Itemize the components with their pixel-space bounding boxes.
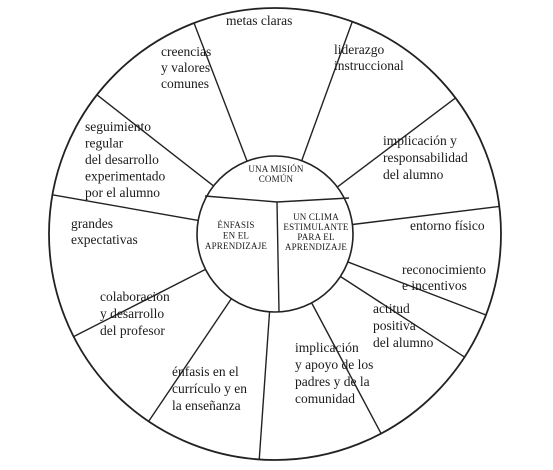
segment-label-line: regular (85, 136, 124, 151)
hub-divider (204, 195, 278, 203)
segment-label-line: y desarrollo (100, 306, 164, 321)
spoke-line (148, 298, 232, 422)
segment-label-line: experimentado (85, 169, 165, 184)
segment-label-line: énfasis en el (172, 364, 239, 379)
segment-label-line: instruccional (334, 58, 404, 73)
segment-label-entorno-fisico: entorno físico (410, 218, 485, 233)
segment-label-line: liderazgo (334, 42, 384, 57)
spoke-line (193, 22, 248, 162)
hub-dividers (204, 195, 350, 313)
segment-label-line: y apoyo de los (295, 357, 373, 372)
spoke-line (352, 205, 500, 226)
hub-label-line: EN EL (223, 231, 249, 241)
segment-label-line: padres y de la (295, 374, 370, 389)
segment-label-line: implicación y (383, 133, 457, 148)
segment-label-line: positiva (373, 318, 416, 333)
segment-label-line: comunidad (295, 391, 355, 406)
segment-label-line: del alumno (373, 335, 434, 350)
segment-label-line: metas claras (226, 13, 292, 28)
hub-divider (276, 201, 280, 313)
segment-label-line: comunes (161, 76, 209, 91)
hub-label-line: ÉNFASIS (217, 220, 254, 230)
segment-label-line: grandes (71, 216, 113, 231)
hub-label-line: COMÚN (259, 174, 294, 184)
segment-label-line: e incentivos (402, 278, 467, 293)
segment-label-enfasis-curriculo: énfasis en el currículo y en la enseñanza (172, 364, 247, 413)
spoke-lines (52, 21, 500, 460)
spoke-line (347, 261, 487, 316)
hub-label-line: PARA EL (297, 232, 334, 242)
segment-label-line: por el alumno (85, 185, 160, 200)
spoke-line (311, 302, 382, 434)
segment-label-implicacion-responsabilidad: implicación y responsabilidad del alumno (383, 133, 468, 182)
segment-label-line: expectativas (71, 232, 138, 247)
segment-label-line: responsabilidad (383, 150, 468, 165)
segment-label-line: colaboración (100, 289, 170, 304)
hub-label-line: UN CLIMA (293, 212, 339, 222)
spoke-line (73, 268, 206, 338)
inner-circle (196, 155, 354, 313)
segment-label-metas-claras: metas claras (226, 13, 292, 28)
hub-label-line: APRENDIZAJE (205, 241, 268, 251)
spoke-line (96, 94, 214, 187)
segment-label-line: y valores (161, 60, 210, 75)
segment-label-line: implicación (295, 340, 359, 355)
segment-label-line: seguimiento (85, 119, 151, 134)
segment-label-actitud-positiva: actitud positiva del alumno (373, 301, 434, 350)
spoke-line (258, 311, 271, 460)
segment-label-line: la enseñanza (172, 398, 241, 413)
segment-label-line: entorno físico (410, 218, 485, 233)
spoke-line (301, 21, 353, 161)
hub-label-line: ESTIMULANTE (283, 222, 348, 232)
hub-label-line: UNA MISIÓN (248, 164, 304, 174)
segment-label-colaboracion-profesor: colaboración y desarrollo del profesor (100, 289, 170, 338)
hub-label-line: APRENDIZAJE (285, 242, 348, 252)
segment-label-line: creencias (161, 44, 211, 59)
spoke-line (340, 275, 465, 358)
spoke-line (52, 194, 199, 222)
segment-label-line: currículo y en (172, 381, 247, 396)
segment-label-implicacion-padres: implicación y apoyo de los padres y de la c… (295, 340, 373, 406)
segment-label-line: reconocimiento (402, 262, 486, 277)
segment-label-line: del desarrollo (85, 152, 159, 167)
segment-label-line: actitud (373, 301, 410, 316)
segment-label-line: del profesor (100, 323, 165, 338)
hub-divider (276, 197, 350, 203)
segment-label-line: del alumno (383, 167, 444, 182)
spoke-line (336, 97, 456, 188)
